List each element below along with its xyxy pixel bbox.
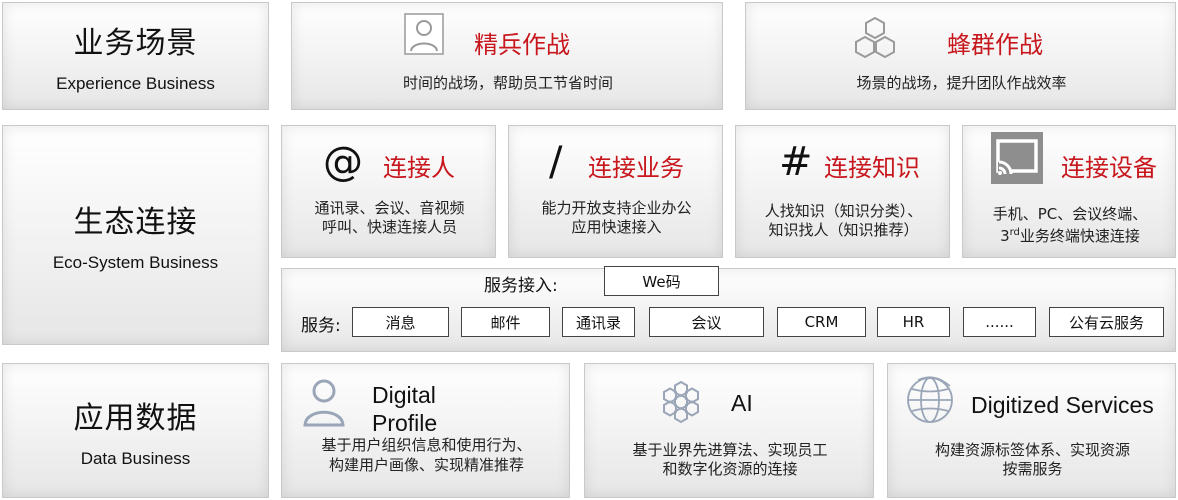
card-ai: AI 基于业界先进算法、实现员工 和数字化资源的连接 [584,363,874,498]
hexagon-flower-icon [663,380,699,424]
card-desc-line-2: 3rd业务终端快速连接 [963,223,1177,246]
row-title-cn: 应用数据 [73,400,198,436]
card-title: AI [731,390,753,416]
person-icon [404,13,444,55]
cast-icon [991,132,1043,184]
card-connect-devices: 连接设备 手机、PC、会议终端、 3rd业务终端快速连接 [962,125,1176,258]
row-title-en: Experience Business [56,74,215,93]
card-desc-line-1: 人找知识（知识分类）、 [764,202,923,220]
service-access-label: 服务接入: [484,276,558,296]
globe-icon [907,376,953,423]
service-messages[interactable]: 消息 [352,307,449,337]
card-desc-line-1: 基于用户组织信息和使用行为、 [321,436,532,454]
row-label-eco: 生态连接 Eco-System Business [2,125,269,345]
service-more[interactable]: ...... [963,307,1036,337]
card-desc-line-2: 呼叫、快速连接人员 [321,218,457,236]
card-title: 精兵作战 [474,31,570,59]
services-label: 服务: [301,316,341,336]
ordinal-number: 3 [1000,227,1010,245]
hexagon-cluster-icon [855,16,895,59]
hash-icon: # [779,139,813,185]
slash-icon: / [549,139,563,185]
row-label-data: 应用数据 Data Business [2,363,269,498]
service-meeting[interactable]: 会议 [649,307,764,337]
card-connect-people: @ 连接人 通讯录、会议、音视频 呼叫、快速连接人员 [281,125,496,258]
card-desc-line-1: 基于业界先进算法、实现员工 [632,441,828,459]
service-contacts[interactable]: 通讯录 [562,307,635,337]
services-panel: 服务接入: We码 服务: 消息 邮件 通讯录 会议 CRM HR ......… [281,266,1176,352]
service-public-cloud[interactable]: 公有云服务 [1049,307,1164,337]
card-desc: 场景的战场，提升团队作战效率 [856,74,1067,92]
card-desc: 时间的战场，帮助员工节省时间 [402,74,613,92]
at-sign-icon: @ [323,139,363,185]
card-title: Digitized Services [971,392,1154,418]
card-digital-profile: Digital Profile 基于用户组织信息和使用行为、 构建用户画像、实现… [281,363,570,498]
card-desc-line-2: 应用快速接入 [571,218,662,236]
desc-text: 业务终端快速连接 [1019,227,1140,245]
row-title-cn: 业务场景 [73,26,198,61]
row-title-cn: 生态连接 [73,205,198,240]
service-hr[interactable]: HR [877,307,950,337]
card-desc-line-1: 构建资源标签体系、实现资源 [934,441,1130,459]
service-mail[interactable]: 邮件 [461,307,550,337]
card-title: 蜂群作战 [947,31,1043,59]
card-title: 连接业务 [588,154,684,182]
person-outline-icon [303,379,345,427]
card-swarm-combat: 蜂群作战 场景的战场，提升团队作战效率 [745,2,1176,110]
card-desc-line-1: 手机、PC、会议终端、 [992,205,1148,223]
card-desc-line-2: 和数字化资源的连接 [662,460,798,478]
card-connect-knowledge: # 连接知识 人找知识（知识分类）、 知识找人（知识推荐） [735,125,950,258]
row-label-experience: 业务场景 Experience Business [2,2,269,110]
card-desc-line-2: 按需服务 [1002,460,1063,478]
we-code-button[interactable]: We码 [604,266,719,296]
card-title: 连接知识 [824,154,920,182]
row-title-en: Eco-System Business [52,253,219,272]
card-desc-line-2: 知识找人（知识推荐） [768,221,919,239]
card-title-line-2: Profile [372,410,438,436]
card-desc-line-1: 能力开放支持企业办公 [541,199,692,217]
card-connect-business: / 连接业务 能力开放支持企业办公 应用快速接入 [508,125,723,258]
card-desc-line-1: 通讯录、会议、音视频 [314,199,465,217]
card-title: 连接设备 [1061,154,1157,182]
card-digitized-services: Digitized Services 构建资源标签体系、实现资源 按需服务 [887,363,1176,498]
card-title-line-1: Digital [372,382,436,408]
card-desc-line-2: 构建用户画像、实现精准推荐 [328,456,524,474]
ordinal-suffix: rd [1009,227,1020,238]
service-crm[interactable]: CRM [777,307,866,337]
card-elite-combat: 精兵作战 时间的战场，帮助员工节省时间 [291,2,723,110]
card-title: 连接人 [383,154,455,182]
row-title-en: Data Business [80,448,191,468]
